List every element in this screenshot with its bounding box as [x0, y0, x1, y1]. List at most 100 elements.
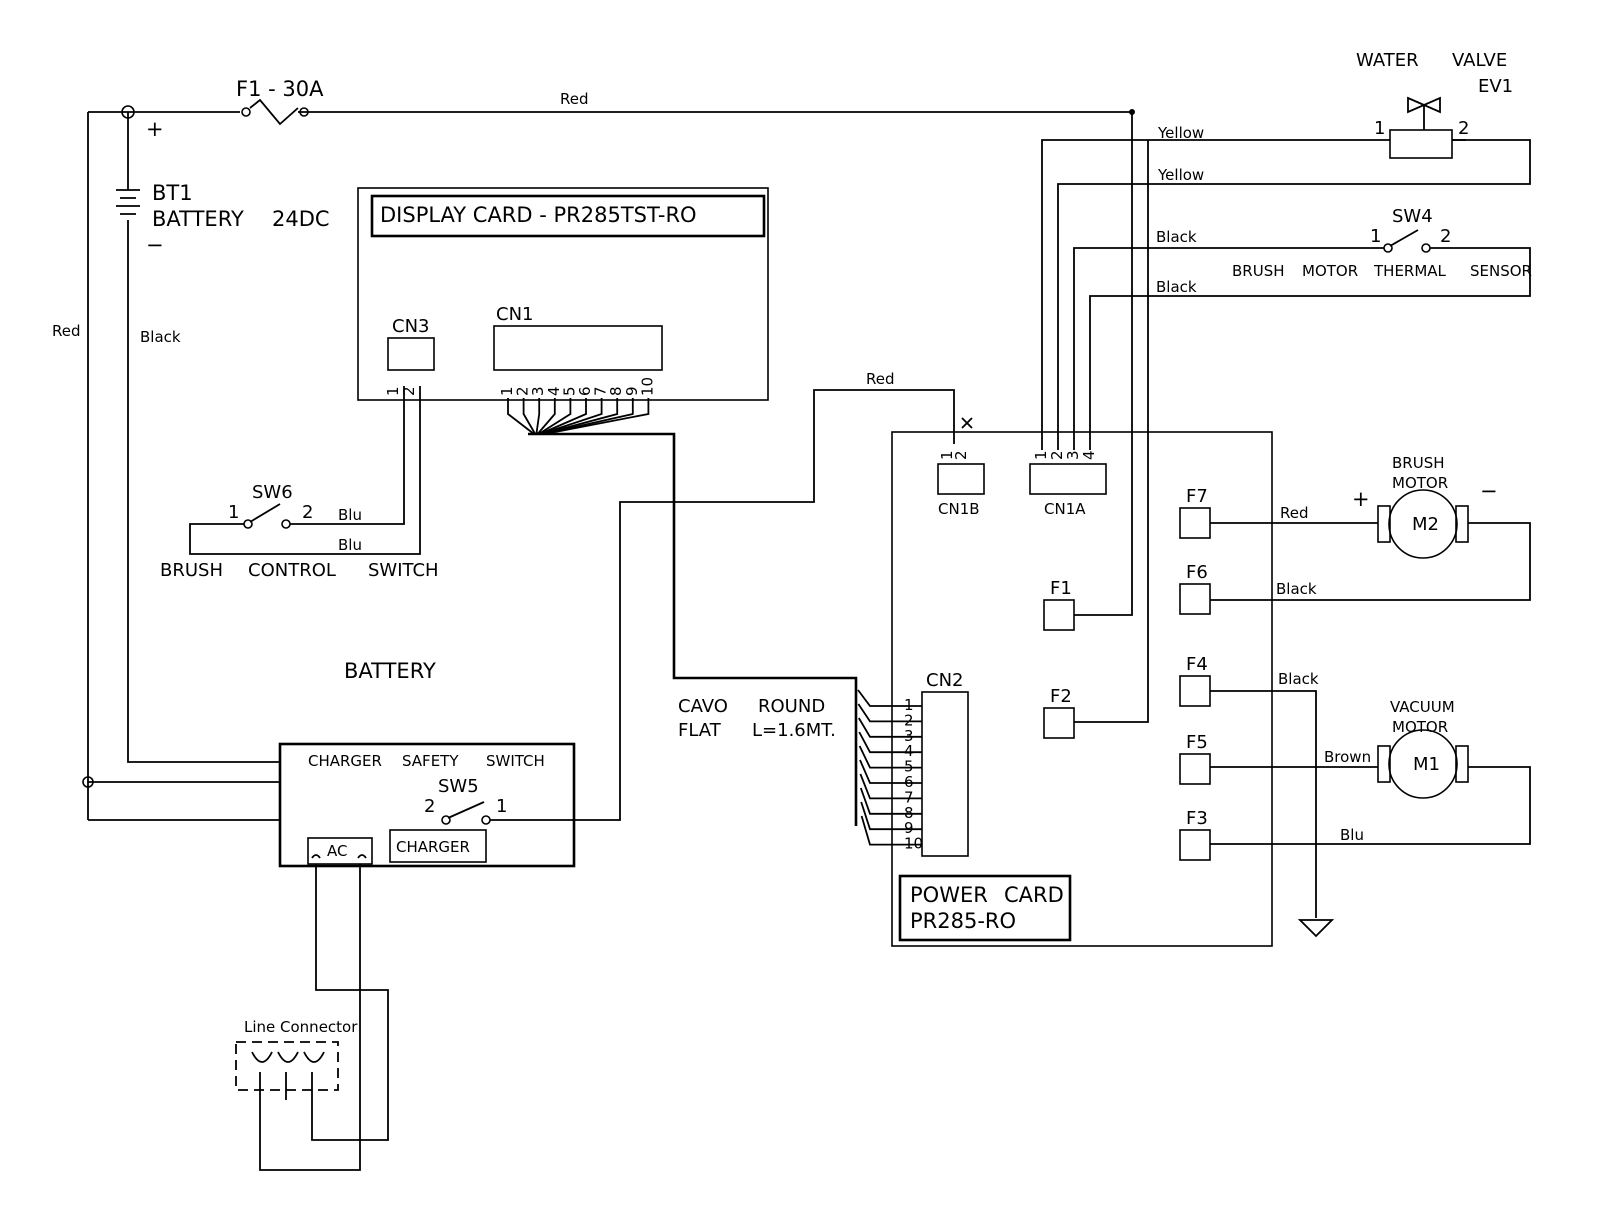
battery-voltage: 24DC	[272, 207, 330, 231]
fuse-f1-card-label: F1	[1050, 578, 1072, 599]
safety-caption-safety: SAFETY	[402, 752, 459, 770]
brush-motor-label-motor: MOTOR	[1392, 474, 1448, 492]
battery-section-label: BATTERY	[344, 659, 436, 683]
charger-safety-switch-box: CHARGER SAFETY SWITCH SW5 2 1 AC CHARGER	[278, 389, 955, 868]
brush-motor-plus: +	[1352, 487, 1370, 511]
wire-label-blu-sw6-b: Blu	[338, 536, 362, 554]
cn2-cable-wire-5	[858, 745, 922, 769]
sw6-ref: SW6	[252, 482, 293, 503]
wire-label-yellow-2: Yellow	[1157, 166, 1204, 184]
cn1-cable-wire-3	[535, 398, 541, 435]
cn2-cable-wire-8	[859, 787, 922, 815]
cn1a-pin-1: 1	[1032, 450, 1050, 460]
cn1b-pin-2: 2	[952, 450, 970, 460]
fuse-f1: F1 - 30A	[236, 77, 324, 126]
line-connector: Line Connector	[235, 864, 389, 1171]
cn1-cable-wire-8	[542, 398, 619, 435]
cn2-pin-9: 9	[904, 819, 914, 837]
cable-word-round: ROUND	[758, 696, 825, 717]
cn1-connector	[493, 325, 663, 371]
sw4-pin-1: 1	[1370, 226, 1381, 247]
sw4-brush-motor-thermal-sensor: SW4 1 2 BRUSH MOTOR THERMAL SENSOR	[1232, 206, 1532, 280]
cn1a-connector	[1029, 463, 1107, 495]
safety-caption-switch: SWITCH	[486, 752, 545, 770]
wire-label-black-left: Black	[140, 328, 181, 346]
cn1-cable-wire-4	[536, 398, 556, 435]
cn1-cable-wire-7	[540, 398, 603, 435]
cn2-pin-3: 3	[904, 727, 914, 745]
cn1b-pin-1: 1	[938, 450, 956, 460]
fuse-f1-terminal	[1043, 599, 1075, 631]
battery-name: BATTERY	[152, 207, 244, 231]
cn1a-pin-3: 3	[1064, 450, 1082, 460]
power-card-title-card: CARD	[1004, 883, 1064, 907]
charger-label: CHARGER	[396, 838, 470, 856]
cn1-pin-3: 3	[529, 386, 547, 396]
sw4-caption-thermal: THERMAL	[1373, 262, 1447, 280]
wire-label-black-f4: Black	[1278, 670, 1319, 688]
sw4-caption-motor: MOTOR	[1302, 262, 1358, 280]
sw6-caption-control: CONTROL	[248, 560, 336, 581]
ac-input-box	[307, 837, 373, 865]
cn2-pin-2: 2	[904, 711, 914, 729]
f4-ground-wiring: Black	[1210, 670, 1335, 938]
line-connector-label: Line Connector	[244, 1018, 358, 1036]
cn2-cable-fan	[857, 689, 922, 846]
cable-word-flat: FLAT	[678, 720, 722, 741]
cn1b-label: CN1B	[938, 500, 980, 518]
safety-caption-charger: CHARGER	[308, 752, 382, 770]
display-card-title: DISPLAY CARD - PR285TST-RO	[380, 203, 697, 227]
fuse-f5-terminal	[1179, 753, 1211, 785]
sw4-pin-2: 2	[1440, 226, 1451, 247]
fuse-f4-label: F4	[1186, 654, 1208, 675]
cn1-pin-1: 1	[498, 386, 516, 396]
brush-motor-symbol	[1388, 489, 1458, 559]
flat-cable: CAVO ROUND FLAT L=1.6MT.	[507, 398, 922, 846]
cn2-cable-wire-7	[859, 773, 922, 800]
wire-label-black-sw4-a: Black	[1156, 228, 1197, 246]
cn1-pin-5: 5	[560, 386, 578, 396]
water-valve-body	[1389, 129, 1453, 159]
sw6-caption-switch: SWITCH	[368, 560, 439, 581]
fuse-f4-terminal	[1179, 675, 1211, 707]
fuse-f7-label: F7	[1186, 486, 1208, 507]
water-valve-ev1: WATER VALVE EV1 1 2	[1356, 50, 1513, 159]
battery-minus-sign: −	[146, 233, 164, 257]
cn1-cable-wire-2	[522, 398, 536, 435]
cn1-pin-8: 8	[607, 386, 625, 396]
battery-bt1: + BT1 BATTERY 24DC −	[116, 117, 330, 257]
cn1-cable-wire-6	[539, 398, 587, 435]
sw6-pin-2: 2	[302, 502, 313, 523]
cn2-pin-8: 8	[904, 804, 914, 822]
fuse-f1-label: F1 - 30A	[236, 77, 324, 101]
wire-label-red-top: Red	[560, 90, 589, 108]
wire-label-black-m2: Black	[1276, 580, 1317, 598]
main-supply-wiring	[82, 105, 1135, 821]
wire-label-blu-m1: Blu	[1340, 826, 1364, 844]
wire-label-red-m2: Red	[1280, 504, 1309, 522]
water-valve-pin-1: 1	[1374, 118, 1385, 139]
cn1-cable-fan	[507, 398, 650, 435]
brush-motor-ref: M2	[1412, 514, 1439, 535]
battery-plus-sign: +	[146, 117, 164, 141]
sw4-caption-sensor: SENSOR	[1470, 262, 1532, 280]
cn1-label: CN1	[496, 304, 534, 325]
cn1a-pin-4: 4	[1080, 450, 1098, 460]
vacuum-motor-symbol	[1388, 729, 1458, 799]
wire-label-red-left: Red	[52, 322, 81, 340]
brush-motor-minus: −	[1480, 479, 1498, 503]
fuse-f3-terminal	[1179, 829, 1211, 861]
cn1-cable-wire-5	[538, 398, 572, 435]
display-card: DISPLAY CARD - PR285TST-RO CN3 1 2 CN1 1…	[357, 187, 769, 401]
cn2-connector	[921, 691, 969, 857]
cable-word-cavo: CAVO	[678, 696, 728, 717]
sw5-pin-2: 2	[424, 796, 435, 817]
vacuum-motor-m1: VACUUM MOTOR M1 Brown Blu	[1210, 698, 1531, 845]
sw6-caption-brush: BRUSH	[160, 560, 223, 581]
cn1a-pin-2: 2	[1048, 450, 1066, 460]
cn1-cable-wire-10	[544, 398, 650, 435]
